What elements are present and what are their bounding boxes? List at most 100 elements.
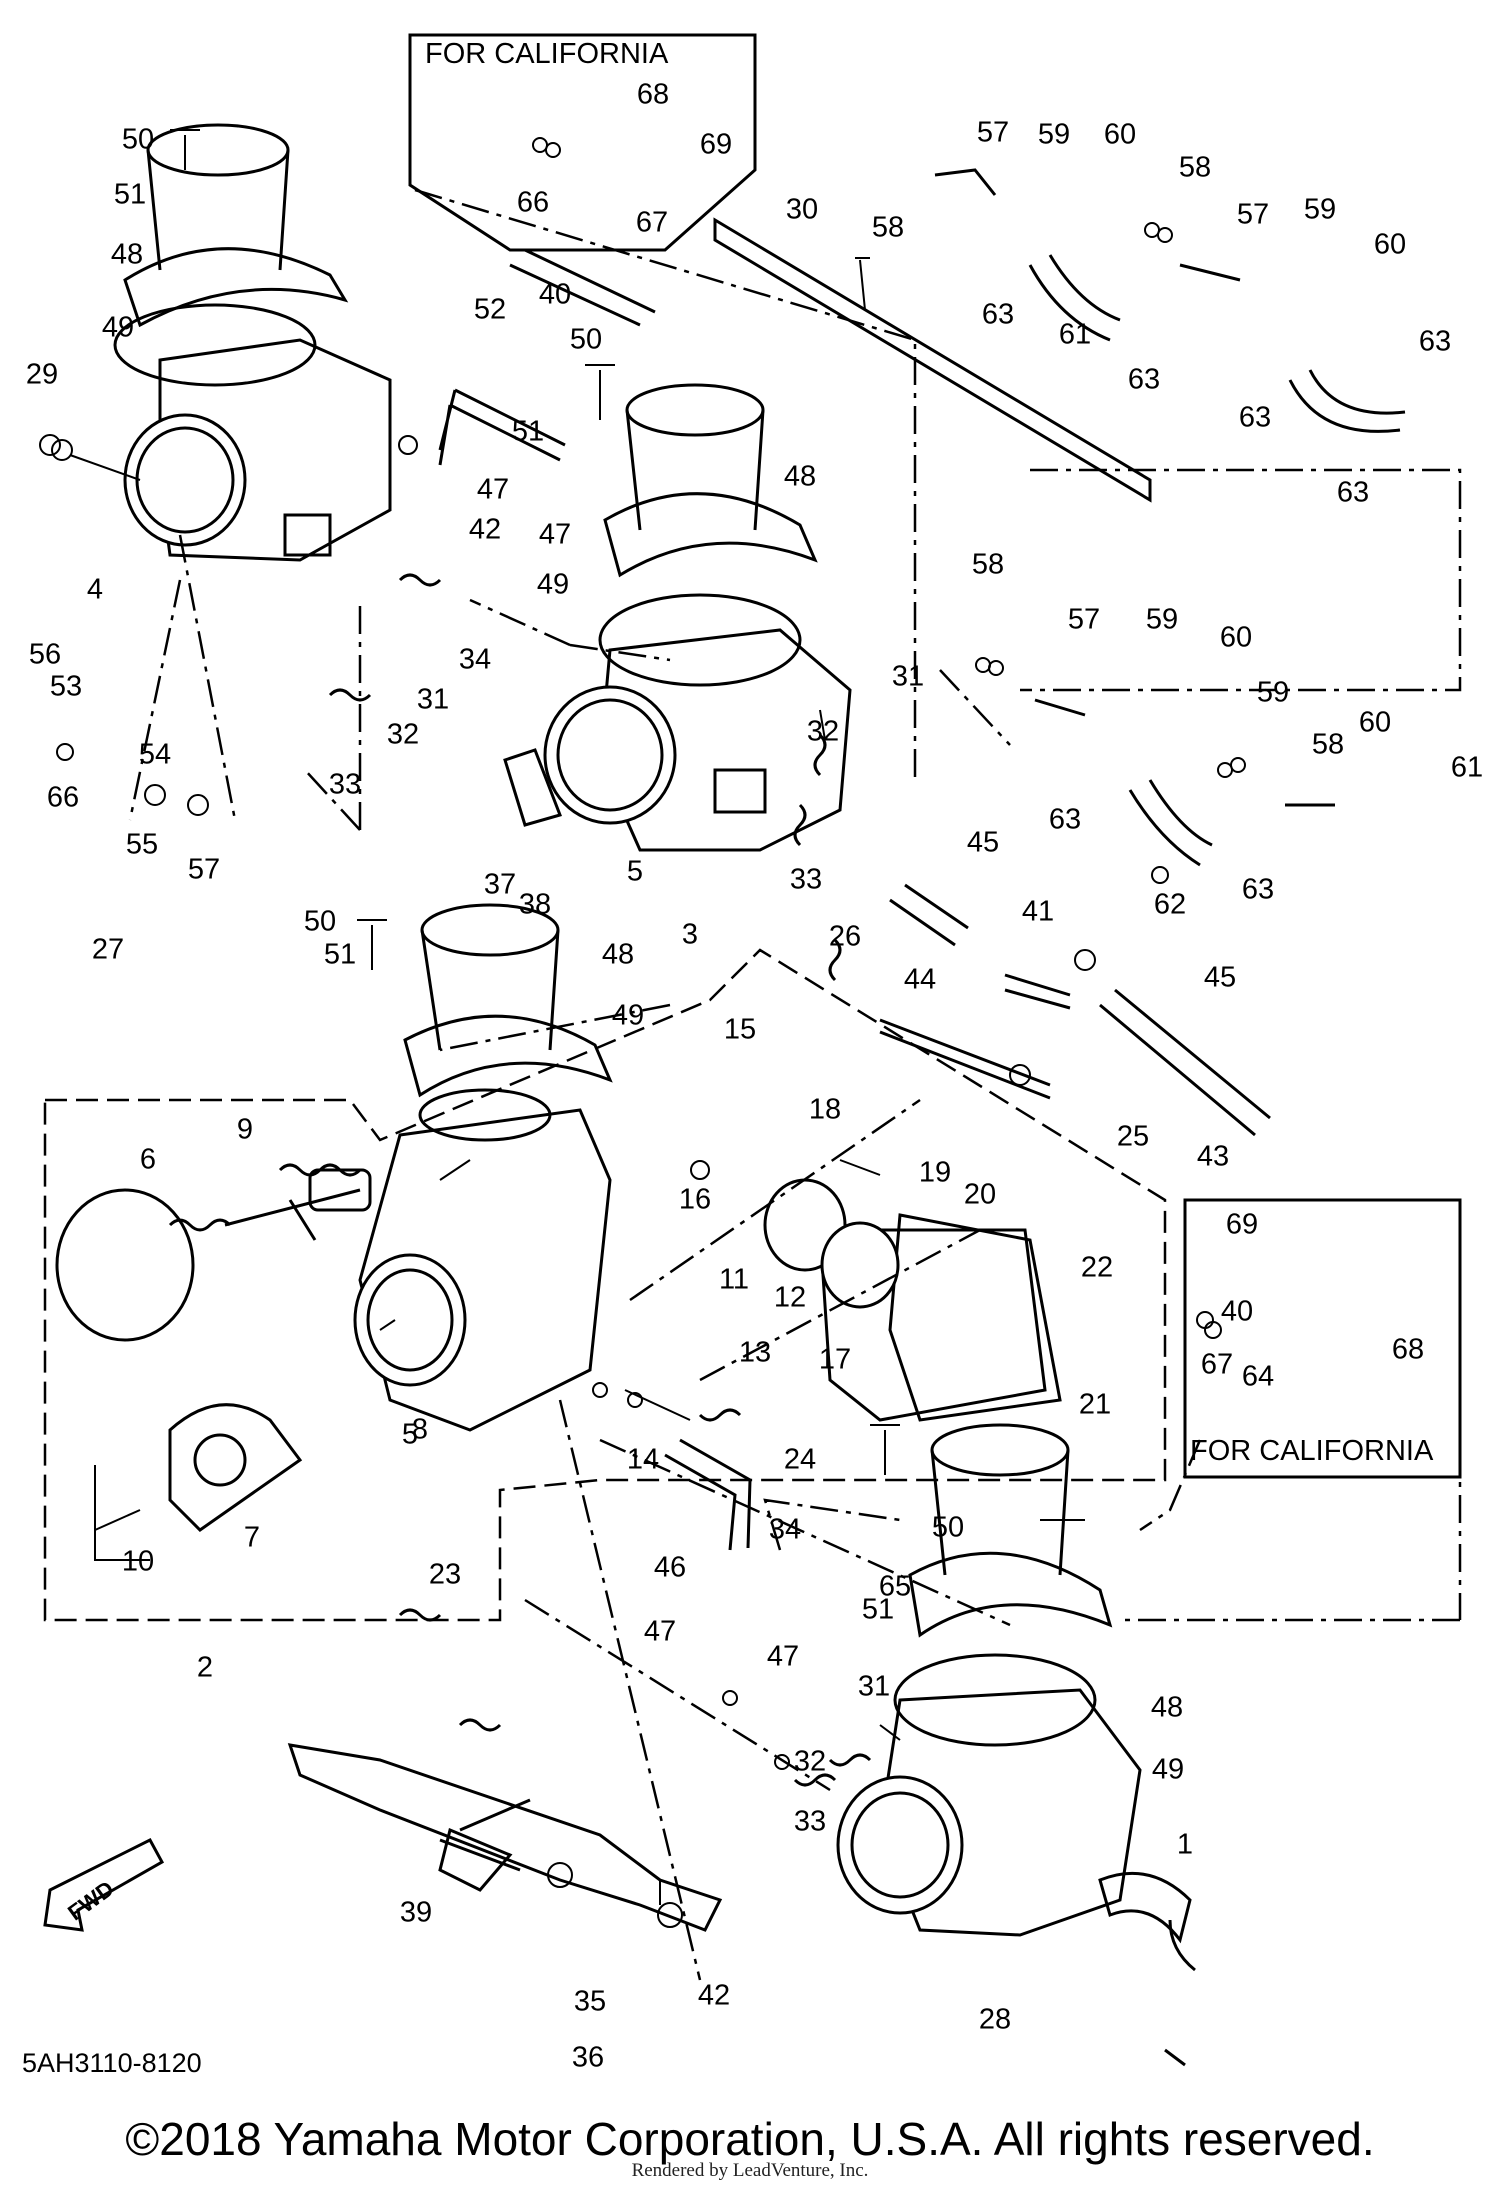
callout-57: 57 xyxy=(1236,198,1270,231)
callout-63: 63 xyxy=(1127,363,1161,396)
callout-66: 66 xyxy=(516,186,550,219)
callout-42: 42 xyxy=(468,513,502,546)
callout-31: 31 xyxy=(857,1670,891,1703)
callout-63: 63 xyxy=(1048,803,1082,836)
callout-41: 41 xyxy=(1021,895,1055,928)
callout-1: 1 xyxy=(1176,1828,1194,1861)
callout-32: 32 xyxy=(806,715,840,748)
callout-50: 50 xyxy=(303,905,337,938)
washers xyxy=(39,137,1246,1928)
callout-40: 40 xyxy=(1220,1295,1254,1328)
callout-59: 59 xyxy=(1037,118,1071,151)
carburetor-3 xyxy=(503,383,852,852)
callout-47: 47 xyxy=(766,1640,800,1673)
callout-51: 51 xyxy=(511,415,545,448)
assembly-box-2 xyxy=(43,948,1167,1622)
carburetor-4 xyxy=(69,123,392,562)
copyright-text: ©2018 Yamaha Motor Corporation, U.S.A. A… xyxy=(125,2113,1375,2165)
callout-48: 48 xyxy=(1150,1691,1184,1724)
callout-21: 21 xyxy=(1078,1388,1112,1421)
callout-62: 62 xyxy=(1153,888,1187,921)
callout-68: 68 xyxy=(636,78,670,111)
callout-56: 56 xyxy=(28,638,62,671)
callout-40: 40 xyxy=(538,278,572,311)
callout-48: 48 xyxy=(783,460,817,493)
callout-46: 46 xyxy=(653,1551,687,1584)
callout-4: 4 xyxy=(86,573,104,606)
hose-61 xyxy=(1028,254,1121,342)
hose-right xyxy=(1164,1919,1196,2067)
callout-69: 69 xyxy=(699,128,733,161)
callout-48: 48 xyxy=(110,238,144,271)
callout-9: 9 xyxy=(236,1113,254,1146)
throttle-linkage xyxy=(287,1743,723,1932)
callout-58: 58 xyxy=(1178,151,1212,184)
callout-49: 49 xyxy=(611,999,645,1032)
callout-64: 64 xyxy=(1241,1360,1275,1393)
callout-57: 57 xyxy=(187,853,221,886)
callout-63: 63 xyxy=(1241,873,1275,906)
callout-44: 44 xyxy=(903,963,937,996)
callout-55: 55 xyxy=(125,828,159,861)
callout-6: 6 xyxy=(139,1143,157,1176)
callout-63: 63 xyxy=(1238,401,1272,434)
callout-32: 32 xyxy=(386,718,420,751)
hose-46 xyxy=(664,1438,752,1551)
california-box-right-label: FOR CALIFORNIA xyxy=(1190,1435,1434,1467)
callout-30: 30 xyxy=(785,193,819,226)
callout-52: 52 xyxy=(473,293,507,326)
rendered-by-text: Rendered by LeadVenture, Inc. xyxy=(631,2160,869,2181)
callout-8: 8 xyxy=(411,1413,429,1446)
callout-26: 26 xyxy=(828,920,862,953)
callout-33: 33 xyxy=(328,768,362,801)
callout-51: 51 xyxy=(861,1593,895,1626)
callout-24: 24 xyxy=(783,1443,817,1476)
callout-53: 53 xyxy=(49,670,83,703)
callout-29: 29 xyxy=(25,358,59,391)
hose-52 xyxy=(438,388,566,466)
callout-13: 13 xyxy=(738,1336,772,1369)
callout-60: 60 xyxy=(1358,706,1392,739)
callout-47: 47 xyxy=(476,473,510,506)
callout-11: 11 xyxy=(718,1263,750,1296)
callout-2: 2 xyxy=(196,1651,214,1684)
callout-14: 14 xyxy=(626,1443,660,1476)
callout-17: 17 xyxy=(818,1343,852,1376)
callout-59: 59 xyxy=(1256,676,1290,709)
callout-3: 3 xyxy=(681,918,699,951)
callout-58: 58 xyxy=(871,211,905,244)
callout-60: 60 xyxy=(1103,118,1137,151)
callout-16: 16 xyxy=(678,1183,712,1216)
callout-61: 61 xyxy=(1450,751,1484,784)
california-box-top xyxy=(408,33,757,252)
callout-23: 23 xyxy=(428,1558,462,1591)
callout-28: 28 xyxy=(978,2003,1012,2036)
callout-19: 19 xyxy=(918,1156,952,1189)
callout-45: 45 xyxy=(1203,961,1237,994)
callout-61: 61 xyxy=(1058,318,1092,351)
callout-12: 12 xyxy=(773,1281,807,1314)
callout-57: 57 xyxy=(976,116,1010,149)
callout-42: 42 xyxy=(697,1979,731,2012)
callout-35: 35 xyxy=(573,1985,607,2018)
callout-51: 51 xyxy=(113,178,147,211)
small-parts xyxy=(94,129,1085,1741)
callout-63: 63 xyxy=(1418,325,1452,358)
callout-60: 60 xyxy=(1373,228,1407,261)
hose-44 xyxy=(889,883,969,947)
callout-58: 58 xyxy=(1311,728,1345,761)
callout-69: 69 xyxy=(1225,1208,1259,1241)
callout-33: 33 xyxy=(793,1805,827,1838)
callout-47: 47 xyxy=(643,1615,677,1648)
callout-65: 65 xyxy=(878,1570,912,1603)
callout-43: 43 xyxy=(1196,1140,1230,1173)
linkage-rail xyxy=(713,217,1152,503)
hose-62 xyxy=(1288,369,1406,433)
callout-49: 49 xyxy=(101,311,135,344)
callout-60: 60 xyxy=(1219,621,1253,654)
callout-68: 68 xyxy=(1391,1333,1425,1366)
callout-50: 50 xyxy=(569,323,603,356)
callout-63: 63 xyxy=(981,298,1015,331)
callout-51: 51 xyxy=(323,938,357,971)
